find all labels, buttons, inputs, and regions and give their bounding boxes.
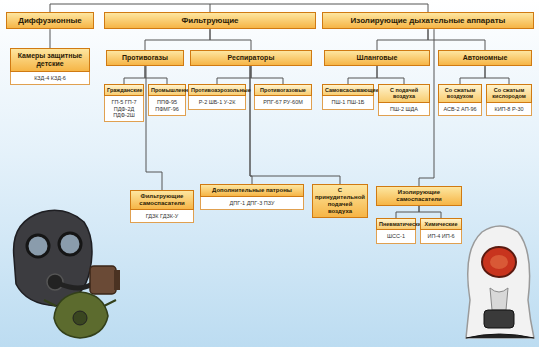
box-heading: Диффузионные <box>6 12 94 29</box>
box-heading: Изолирующие самоспасатели <box>376 186 462 206</box>
tree-connector <box>377 66 404 84</box>
category-box: Со сжатым кислородомКИП-8 Р-30 <box>486 84 532 116</box>
gas-mask <box>14 210 120 306</box>
model-list: ДПГ-1 ДПГ-3 ПЗУ <box>200 197 304 210</box>
category-box: Фильтрующие самоспасателиГДЗК ГДЗК-У <box>130 190 194 223</box>
category-box: Изолирующие самоспасатели <box>376 186 462 206</box>
category-box: Респираторы <box>190 50 312 66</box>
category-box: ПневматическиеШСС-1 <box>376 218 416 244</box>
box-heading: Противогазовые <box>254 84 312 96</box>
model-list: ГП-5 ГП-7 ПДФ-2Д ПДФ-2Ш <box>104 96 144 122</box>
trunk-line <box>50 4 428 12</box>
category-box: ГражданскиеГП-5 ГП-7 ПДФ-2Д ПДФ-2Ш <box>104 84 144 122</box>
box-heading: Самовсасывающие <box>322 84 374 96</box>
box-heading: С принудительной подачей воздуха <box>312 184 368 218</box>
box-heading: Автономные <box>438 50 532 66</box>
tree-connector <box>124 66 145 84</box>
model-list: ПШ-1 ПШ-1Б <box>322 96 374 109</box>
model-list: АСВ-2 АП-96 <box>438 103 482 116</box>
category-box: Изолирующие дыхательные аппараты <box>322 12 534 29</box>
tree-connector <box>348 66 377 84</box>
tree-connector <box>377 29 428 50</box>
model-list: ШСС-1 <box>376 230 416 243</box>
box-heading: Фильтрующие <box>104 12 316 29</box>
box-heading: Противоаэрозольные <box>188 84 246 96</box>
tree-connector <box>485 66 509 84</box>
tree-connector <box>251 66 283 84</box>
category-box: ХимическиеИП-4 ИП-6 <box>420 218 462 244</box>
model-list: ПШ-2 ШДА <box>378 103 430 116</box>
category-box: Диффузионные <box>6 12 94 29</box>
category-box: СамовсасывающиеПШ-1 ПШ-1Б <box>322 84 374 110</box>
category-box: Дополнительные патроныДПГ-1 ДПГ-3 ПЗУ <box>200 184 304 210</box>
box-heading: Респираторы <box>190 50 312 66</box>
box-heading: Противогазы <box>106 50 184 66</box>
category-box: ПротивоаэрозольныеР-2 ШБ-1 У-2К <box>188 84 246 110</box>
self-rescuer-hood <box>466 226 534 338</box>
box-heading: Дополнительные патроны <box>200 184 304 197</box>
box-heading: Химические <box>420 218 462 230</box>
tree-connector <box>210 29 251 50</box>
box-heading: Со сжатым воздухом <box>438 84 482 103</box>
box-heading: Камеры защитные детские <box>10 48 90 72</box>
model-list: КЗД-4 КЗД-6 <box>10 72 90 85</box>
tree-connector <box>428 29 485 50</box>
category-box: Со сжатым воздухомАСВ-2 АП-96 <box>438 84 482 116</box>
tree-connector <box>460 66 485 84</box>
model-list: РПГ-67 РУ-60М <box>254 96 312 109</box>
tree-connector <box>396 206 419 218</box>
category-box: Камеры защитные детскиеКЗД-4 КЗД-6 <box>10 48 90 85</box>
category-box: Противогазы <box>106 50 184 66</box>
tree-connector <box>145 66 167 84</box>
model-list: ППФ-95 ПФМГ-96 <box>148 96 186 116</box>
tree-connector <box>50 29 51 48</box>
model-list: Р-2 ШБ-1 У-2К <box>188 96 246 109</box>
category-box: ПромышленныеППФ-95 ПФМГ-96 <box>148 84 186 116</box>
box-heading: С подачей воздуха <box>378 84 430 103</box>
model-list: ГДЗК ГДЗК-У <box>130 210 194 223</box>
box-heading: Со сжатым кислородом <box>486 84 532 103</box>
box-heading: Промышленные <box>148 84 186 96</box>
box-heading: Изолирующие дыхательные аппараты <box>322 12 534 29</box>
box-heading: Шланговые <box>324 50 430 66</box>
category-box: Фильтрующие <box>104 12 316 29</box>
model-list: ИП-4 ИП-6 <box>420 230 462 243</box>
box-heading: Гражданские <box>104 84 144 96</box>
tree-connector <box>217 66 251 84</box>
tree-connector <box>419 206 441 218</box>
respirator-mask <box>44 292 116 338</box>
category-box: ПротивогазовыеРПГ-67 РУ-60М <box>254 84 312 110</box>
box-heading: Пневматические <box>376 218 416 230</box>
category-box: С принудительной подачей воздуха <box>312 184 368 218</box>
box-heading: Фильтрующие самоспасатели <box>130 190 194 210</box>
model-list: КИП-8 Р-30 <box>486 103 532 116</box>
category-box: Шланговые <box>324 50 430 66</box>
category-box: Автономные <box>438 50 532 66</box>
category-box: С подачей воздухаПШ-2 ШДА <box>378 84 430 116</box>
tree-connector <box>145 29 210 50</box>
